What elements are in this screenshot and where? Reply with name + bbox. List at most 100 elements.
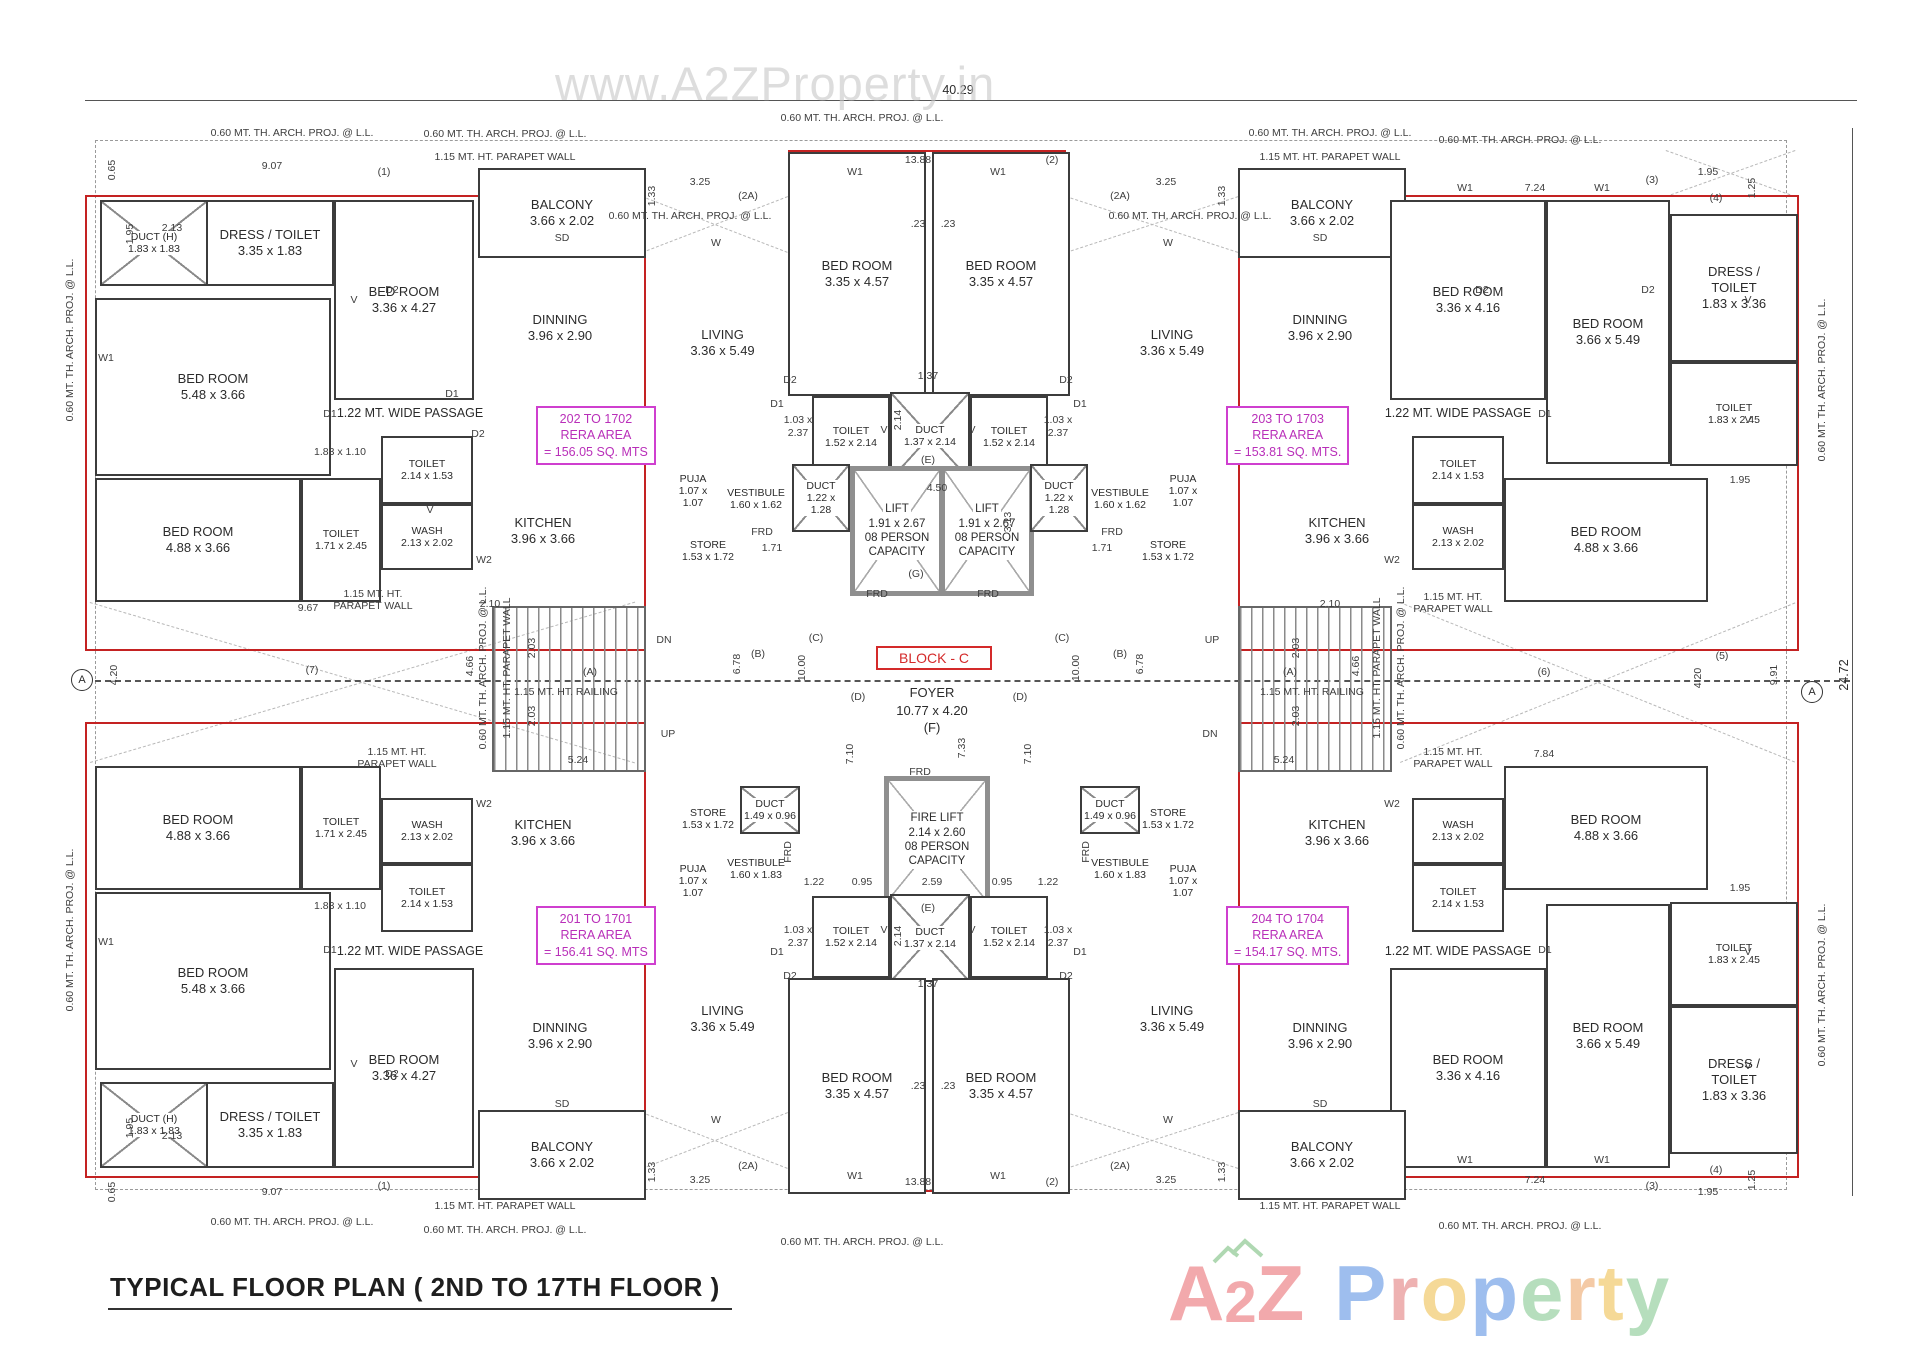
annotation: W1 [98, 936, 114, 948]
annotation: DN [656, 634, 672, 646]
annotation: 24.72 [1837, 659, 1851, 691]
annotation: (B) [1113, 648, 1127, 660]
room-label: BED ROOM [1570, 523, 1642, 539]
room-label: DRESS / TOILET [219, 226, 321, 242]
room-label: 1.83 x 2.45 [1708, 414, 1760, 426]
room-label: 1.37 x 2.14 [902, 938, 958, 951]
annotation: 3.13 [1002, 511, 1014, 533]
annotation: (C) [1054, 632, 1070, 644]
annotation: 5.24 [567, 754, 589, 766]
annotation: 4.66 [464, 655, 476, 677]
room-label: 1.71 x 2.45 [315, 828, 367, 840]
annotation: 4.20 [1692, 667, 1704, 689]
room-label: VESTIBULE [1091, 486, 1149, 499]
room-label: 1.71 x 2.45 [315, 540, 367, 552]
annotation: (4) [1709, 192, 1723, 204]
annotation: 3.25 [689, 176, 711, 188]
annotation: 0.65 [106, 159, 118, 181]
annotation: (D) [1012, 691, 1028, 703]
room-label: 1.07 x 1.07 [678, 874, 708, 900]
logo-letter: Z [1256, 1249, 1305, 1337]
room-label: 2.13 x 2.02 [401, 537, 453, 549]
room-label: LIFT [883, 502, 911, 517]
annotation: 2.03 [1290, 637, 1302, 659]
annotation: .23 [910, 218, 926, 230]
room-label: DUCT [1042, 479, 1076, 492]
annotation: 1.15 MT. HT. [1423, 746, 1483, 758]
annotation: V [350, 1058, 358, 1070]
room-label: TOILET [990, 924, 1028, 937]
annotation: 3.25 [1155, 1174, 1177, 1186]
room-label: 3.36 x 4.27 [371, 300, 437, 315]
annotation: D2 [783, 970, 797, 982]
room-label: 1.60 x 1.62 [1094, 499, 1146, 511]
annotation: 1.22 [803, 876, 825, 888]
room-label: TOILET [322, 527, 360, 540]
room-label: TOILET [1711, 1071, 1757, 1087]
annotation: 13.88 [904, 1176, 932, 1188]
annotation: W2 [1384, 554, 1400, 566]
room-label: LIVING [701, 326, 744, 342]
annotation: PARAPET WALL [357, 758, 437, 770]
annotation: 1.03 x [1043, 414, 1073, 426]
annotation: V [1744, 414, 1752, 426]
annotation: 0.60 MT. TH. ARCH. PROJ. @ L.L. [210, 1216, 374, 1228]
right-dimension-line [1852, 128, 1853, 1196]
room-label: 1.07 x 1.07 [1168, 874, 1198, 900]
annotation: W1 [1457, 182, 1473, 194]
annotation: 2.10 [479, 598, 501, 610]
annotation: 1.71 [761, 542, 783, 554]
room-label: 1.37 x 2.14 [902, 436, 958, 449]
room-label: 3.66 x 2.02 [1289, 1155, 1355, 1170]
rera-line: = 156.41 SQ. MTS [544, 944, 648, 959]
room-label: BED ROOM [965, 1069, 1037, 1085]
annotation: D2 [1641, 284, 1655, 296]
annotation: W1 [1594, 182, 1610, 194]
room-duct-h: DUCT (H)1.83 x 1.83 [100, 1082, 208, 1168]
annotation: FRD [1101, 526, 1123, 538]
annotation: D2 [385, 284, 399, 296]
annotation: D1 [1073, 946, 1087, 958]
annotation: W1 [990, 1170, 1006, 1182]
annotation: 1.15 MT. HT. PARAPET WALL [1371, 597, 1383, 739]
annotation: W [1163, 1114, 1173, 1126]
rera-line: RERA AREA [1252, 428, 1324, 443]
room-label: 1.83 x 3.36 [1701, 296, 1767, 312]
rera-line: RERA AREA [1252, 928, 1324, 943]
room-label: PUJA [679, 472, 707, 485]
foyer-dim: 10.77 x 4.20 [896, 702, 968, 718]
rera-line: 203 TO 1703 [1251, 412, 1324, 426]
annotation: 1.22 MT. WIDE PASSAGE [336, 944, 484, 958]
room-label: TOILET [1715, 401, 1753, 414]
annotation: 7.33 [956, 737, 968, 759]
room-label: 4.88 x 3.66 [1573, 540, 1639, 555]
annotation: (E) [921, 902, 935, 914]
rera-line: RERA AREA [560, 428, 632, 443]
annotation: 1.95 [1697, 1186, 1719, 1198]
room-label: 3.36 x 5.49 [1139, 343, 1205, 358]
annotation: 10.00 [1070, 654, 1082, 682]
room-label: 3.36 x 5.49 [1139, 1019, 1205, 1034]
annotation: 0.60 MT. TH. ARCH. PROJ. @ L.L. [608, 210, 772, 222]
room-label: 1.53 x 1.72 [1142, 819, 1194, 831]
annotation: 0.60 MT. TH. ARCH. PROJ. @ L.L. [64, 258, 76, 422]
annotation: 0.60 MT. TH. ARCH. PROJ. @ L.L. [423, 1224, 587, 1236]
annotation: (1) [377, 166, 391, 178]
annotation: 1.15 MT. HT. [1423, 591, 1483, 603]
